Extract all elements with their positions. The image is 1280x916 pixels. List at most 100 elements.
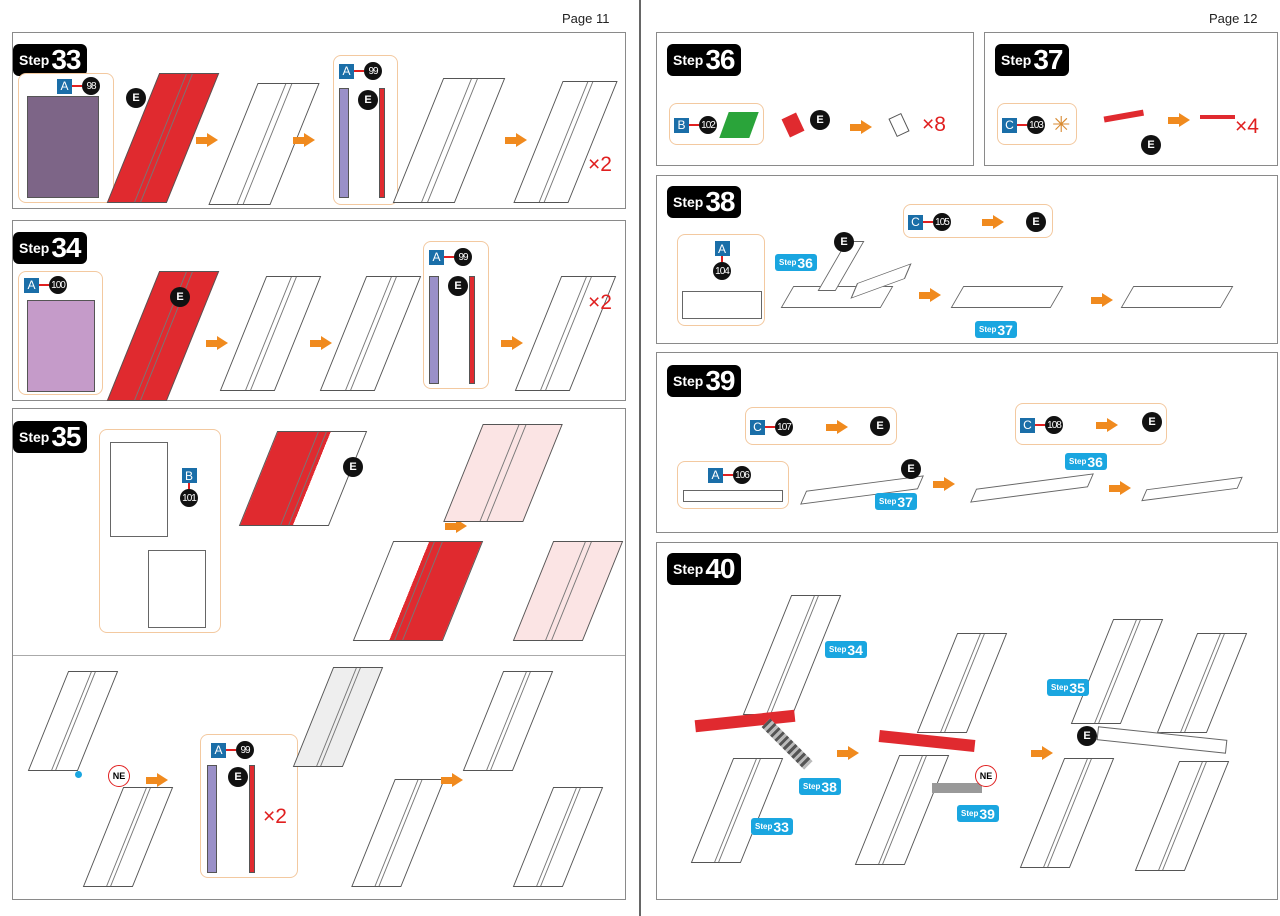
wing-assembly [690,758,784,863]
orange-part-icon: ✳ [1052,112,1071,137]
step-word: Step [1051,683,1069,692]
truss-assembly [780,286,894,308]
sticker-e-badge: E [870,416,890,436]
arrow-icon [146,773,168,787]
multiplier: ×2 [263,805,287,828]
sticker-e-badge: E [901,459,921,479]
wing-assembly [916,633,1008,733]
sticker-e-badge: E [228,767,248,787]
step-word: Step [829,645,847,654]
sticker-e-badge: E [1077,726,1097,746]
part-callout: C 103 ✳ [997,103,1077,145]
step-word: Step [979,325,997,334]
arrow-icon [1096,418,1118,432]
green-part [719,112,759,138]
step-word: Step [673,52,704,68]
part-letter: A [708,467,723,483]
truss-assembly [1120,286,1234,308]
assembled-part [888,112,910,138]
part-number: 108 [1045,416,1063,434]
arrow-icon [933,477,955,491]
ref-number: 39 [979,805,995,822]
part-number: 104 [713,262,731,280]
step-number: 36 [705,44,735,75]
arrow-icon [445,519,467,533]
rod-part-red [379,88,385,198]
rod-part [429,276,439,384]
part-letter: A [57,78,72,94]
step-word: Step [19,52,50,68]
part-letter: A [211,742,226,758]
ref-number: 38 [821,778,837,795]
truss-assembly [1141,476,1243,502]
arrow-icon [196,133,218,147]
part-letter: A [714,241,730,256]
glue-dot [75,771,82,778]
part-letter: C [750,419,765,435]
step-word: Step [673,561,704,577]
arrow-icon [850,120,872,134]
arrow-icon [826,420,848,434]
step-word: Step [755,822,773,831]
ref-number: 34 [847,641,863,658]
wing-assembly [82,787,174,887]
ref-number: 37 [897,493,913,510]
section-divider [13,655,625,656]
rod-part [339,88,349,198]
part-letter: B [181,468,197,483]
arrow-icon [293,133,315,147]
sticker-e-badge: E [343,457,363,477]
sticker-e-badge: E [810,110,830,130]
part-number: 103 [1027,116,1045,134]
page-number-11: Page 11 [562,11,610,26]
wing-assembly [351,779,445,887]
rod-part-red [249,765,255,873]
sticker-e-badge: E [1026,212,1046,232]
wing-assembly [854,755,950,865]
arrow-icon [505,133,527,147]
wing-assembly [512,787,604,887]
panel-assembly [219,276,322,391]
part-number: 105 [933,213,951,231]
part-letter: C [1002,117,1017,133]
wing-assembly [1019,758,1115,868]
part-callout: A 104 [677,234,765,326]
part-letter: A [429,249,444,265]
part-98-sheet [27,96,99,198]
page-divider [639,0,641,916]
sticker-e-badge: E [1141,135,1161,155]
wing-assembly [292,667,384,767]
sticker-e-badge: E [1142,412,1162,432]
sticker-e-badge: E [358,90,378,110]
panel-assembly [319,276,422,391]
solar-panel-part [110,442,168,537]
ref-number: 35 [1069,679,1085,696]
step-number: 37 [1033,44,1063,75]
part-number: 99 [364,62,382,80]
